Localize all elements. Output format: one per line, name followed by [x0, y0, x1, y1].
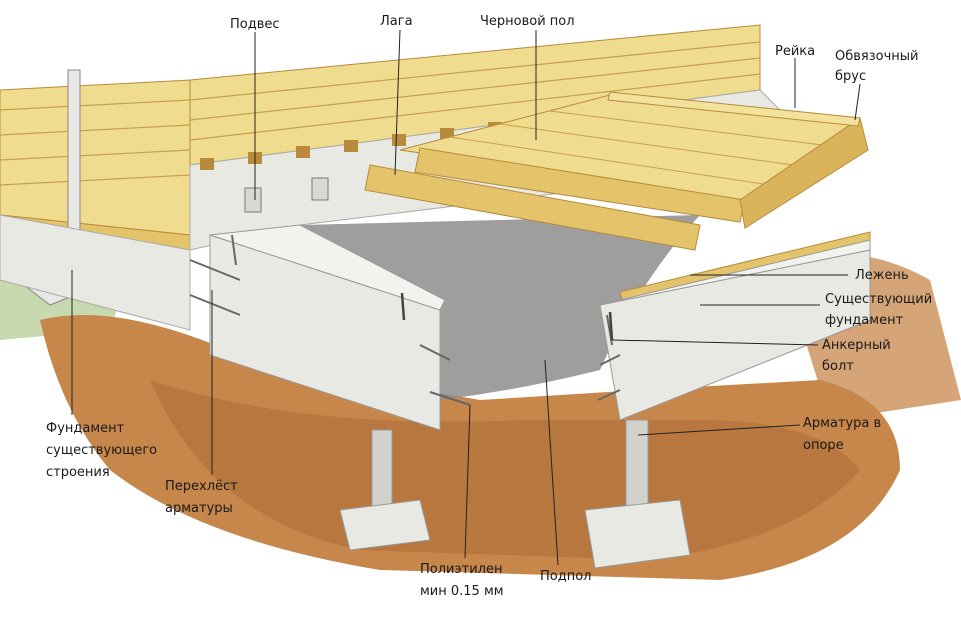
label-reyka: Рейка — [775, 44, 815, 59]
label-chernovoy-pol: Черновой пол — [480, 14, 575, 29]
leader-lines — [71, 29, 861, 566]
label-sush-fund-2: фундамент — [825, 313, 904, 328]
rim-board — [739, 117, 869, 229]
rebar — [189, 234, 621, 406]
joists — [364, 147, 746, 251]
hanger-icon — [244, 177, 329, 213]
label-laga: Лага — [380, 14, 413, 29]
labels: Подвес Лага Черновой пол Рейка Обвязочны… — [46, 14, 932, 599]
label-obvyazochny-2: брус — [835, 69, 866, 84]
label-sush-fund-1: Существующий — [825, 292, 932, 307]
label-fund-str-3: строения — [46, 465, 110, 480]
label-armatura-op-2: опоре — [803, 438, 844, 453]
label-perehlest-1: Перехлёст — [165, 479, 238, 494]
label-polietilen-2: мин 0.15 мм — [420, 584, 504, 599]
label-ankerny-2: болт — [822, 359, 854, 374]
label-polietilen-1: Полиэтилен — [420, 562, 502, 577]
label-perehlest-2: арматуры — [165, 501, 233, 516]
anchor-bolt-icon — [400, 292, 614, 341]
label-ankerny-1: Анкерный — [822, 338, 891, 353]
new-foundation — [209, 224, 871, 431]
label-armatura-op-1: Арматура в — [803, 416, 881, 431]
label-podpol: Подпол — [540, 569, 591, 584]
rail — [607, 91, 861, 127]
label-obvyazochny-1: Обвязочный — [835, 49, 919, 64]
piers — [339, 419, 691, 569]
label-lezhen: Лежень — [855, 268, 909, 283]
label-fund-str-2: существующего — [46, 443, 157, 458]
label-fund-str-1: Фундамент — [46, 421, 125, 436]
subfloor — [399, 94, 862, 201]
label-podves: Подвес — [230, 17, 280, 32]
